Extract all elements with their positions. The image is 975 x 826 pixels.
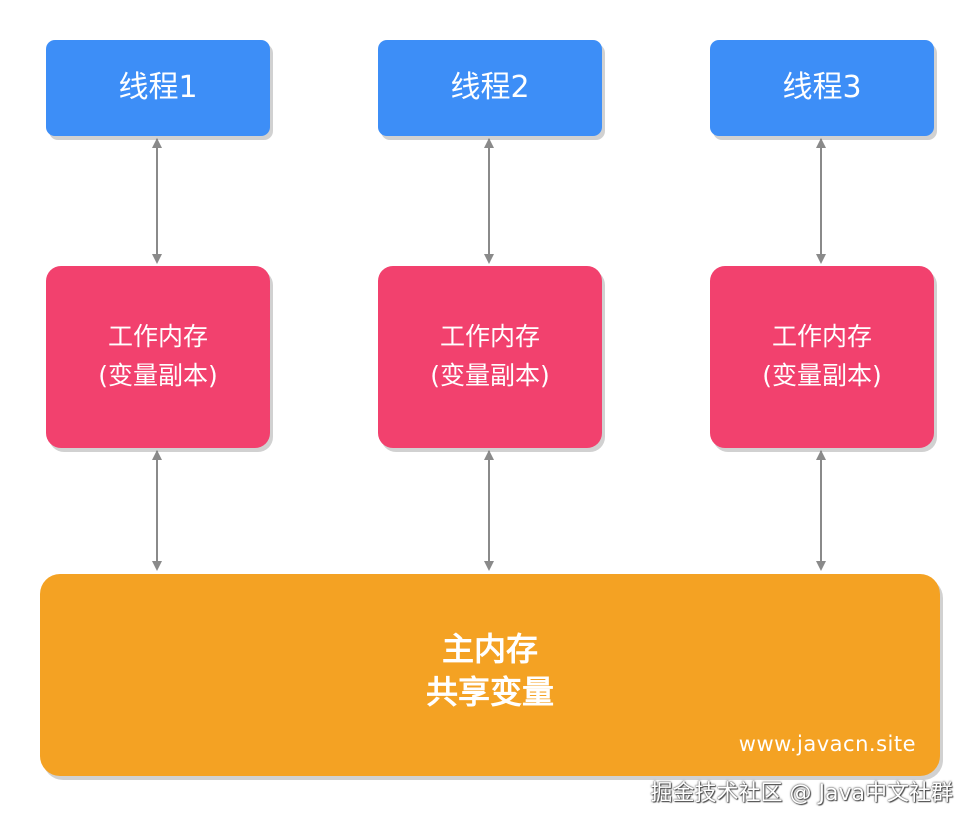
watermark-text: 掘金技术社区 @ Java中文社群 [650,781,953,806]
working-memory-2-subtitle: (变量副本) [430,361,550,390]
thread-2-label: 线程2 [450,70,530,105]
working-memory-1-subtitle: (变量副本) [98,361,218,390]
thread-1-box: 线程1 [46,40,270,136]
thread-3-label: 线程3 [782,70,862,105]
working-memory-1-box: 工作内存 (变量副本) [46,266,270,448]
working-memory-3-title: 工作内存 [771,322,872,352]
working-memory-2-title: 工作内存 [439,322,540,352]
working-memory-3-subtitle: (变量副本) [762,361,882,390]
working-memory-2-box: 工作内存 (变量副本) [378,266,602,448]
thread-3-box: 线程3 [710,40,934,136]
thread-2-box: 线程2 [378,40,602,136]
main-memory-text: 主内存 共享变量 [426,628,554,714]
working-memory-1-title: 工作内存 [107,322,208,352]
main-memory-box: 主内存 共享变量 www.javacn.site [40,574,940,776]
site-label: www.javacn.site [738,731,916,756]
main-memory-subtitle: 共享变量 [425,673,554,711]
thread-1-label: 线程1 [118,70,198,105]
main-memory-title: 主内存 [441,629,538,668]
working-memory-3-box: 工作内存 (变量副本) [710,266,934,448]
